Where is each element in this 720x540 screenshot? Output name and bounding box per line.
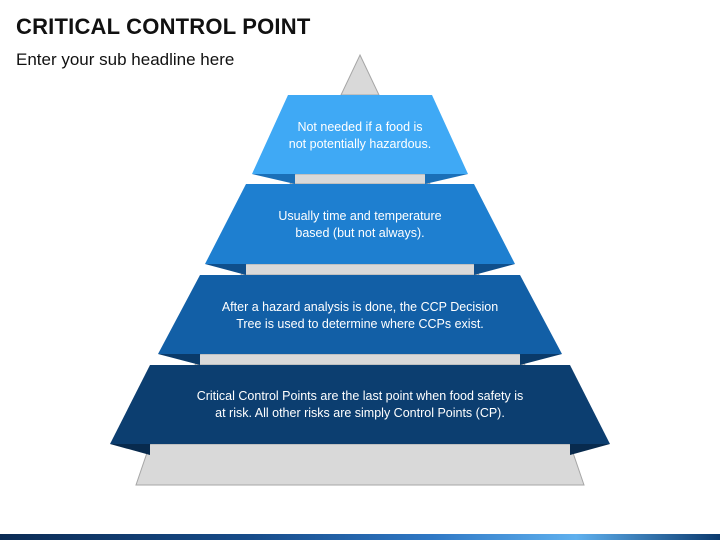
level-2-band bbox=[205, 184, 515, 264]
page-title: CRITICAL CONTROL POINT bbox=[16, 14, 311, 39]
pyramid-base bbox=[135, 443, 585, 486]
level-3-fold-right bbox=[520, 354, 562, 365]
level-1-line-1: Not needed if a food is bbox=[297, 120, 423, 134]
pyramid-gap-1 bbox=[289, 173, 431, 185]
level-2-fold-right bbox=[474, 264, 515, 275]
level-1-fold-left bbox=[252, 174, 295, 184]
level-4-band bbox=[110, 365, 610, 444]
pyramid-gap-2 bbox=[240, 263, 480, 276]
pyramid-apex bbox=[340, 53, 380, 96]
pyramid-level-2 bbox=[205, 184, 515, 275]
pyramid-gap-3 bbox=[194, 353, 526, 366]
level-1-line-2: not potentially hazardous. bbox=[288, 137, 432, 151]
level-1-fold-right bbox=[425, 174, 468, 184]
level-3-text: After a hazard analysis is done, the CCP… bbox=[190, 299, 530, 333]
level-4-fold-right bbox=[570, 444, 610, 455]
pyramid-level-4 bbox=[110, 365, 610, 455]
level-2-line-1: Usually time and temperature bbox=[278, 209, 442, 223]
level-4-line-2: at risk. All other risks are simply Cont… bbox=[215, 406, 505, 420]
level-3-fold-left bbox=[158, 354, 200, 365]
level-3-line-1: After a hazard analysis is done, the CCP… bbox=[221, 300, 499, 314]
pyramid-level-1 bbox=[252, 95, 468, 184]
level-4-text: Critical Control Points are the last poi… bbox=[150, 388, 570, 422]
footer-accent-bar bbox=[0, 534, 720, 540]
level-3-band bbox=[158, 275, 562, 354]
level-4-fold-left bbox=[110, 444, 150, 455]
page-subtitle: Enter your sub headline here bbox=[16, 50, 235, 69]
level-2-fold-left bbox=[205, 264, 246, 275]
level-2-text: Usually time and temperature based (but … bbox=[230, 208, 490, 242]
level-1-text: Not needed if a food is not potentially … bbox=[250, 119, 470, 153]
pyramid-level-3 bbox=[158, 275, 562, 365]
level-2-line-2: based (but not always). bbox=[295, 226, 425, 240]
level-4-line-1: Critical Control Points are the last poi… bbox=[196, 389, 524, 403]
level-1-band bbox=[252, 95, 468, 174]
level-3-line-2: Tree is used to determine where CCPs exi… bbox=[236, 317, 484, 331]
